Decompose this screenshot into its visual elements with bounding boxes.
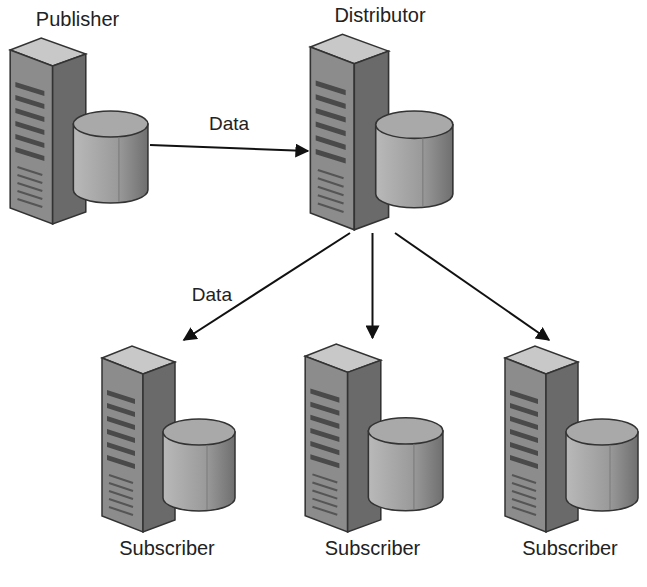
- server-icon: [97, 340, 237, 535]
- server-icon: [300, 338, 445, 535]
- server-label: Subscriber: [518, 535, 622, 561]
- server-label: Publisher: [32, 6, 123, 32]
- server-node: Subscriber: [97, 340, 237, 561]
- server-node: Subscriber: [500, 340, 640, 561]
- server-label: Distributor: [330, 2, 429, 28]
- edge-label: Data: [206, 113, 252, 135]
- data-flow-arrow: [184, 233, 350, 340]
- server-icon: [305, 28, 455, 233]
- server-label: Subscriber: [115, 535, 219, 561]
- data-flow-arrow: [395, 233, 549, 340]
- server-node: Distributor: [305, 2, 455, 233]
- data-flow-arrow: [150, 145, 308, 151]
- data-flow-arrow: [372, 233, 374, 338]
- server-label: Subscriber: [321, 535, 425, 561]
- server-icon: [500, 340, 640, 535]
- server-icon: [5, 32, 150, 227]
- edge-label: Data: [189, 284, 235, 306]
- server-node: Publisher: [5, 6, 150, 227]
- server-node: Subscriber: [300, 338, 445, 561]
